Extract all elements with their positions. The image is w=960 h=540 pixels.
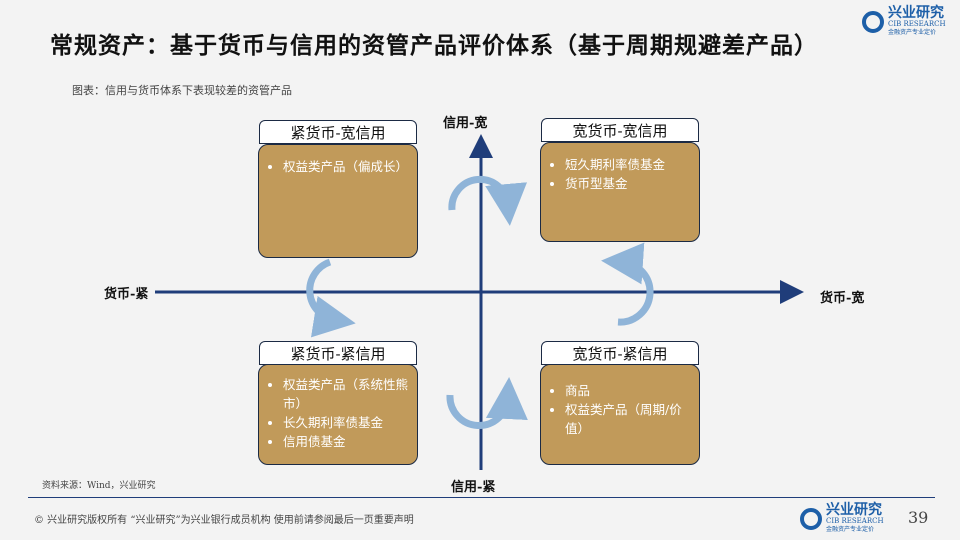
cycle-arrow-right [601, 242, 654, 326]
figure-caption: 图表：信用与货币体系下表现较差的资管产品 [72, 84, 292, 97]
list-item: 权益类产品（系统性熊市） [283, 375, 409, 413]
logo-en: CIB RESEARCH [826, 517, 884, 525]
quadrant-box-loose-money-tight-credit: 商品权益类产品（周期/价值） [540, 364, 700, 465]
list-item: 权益类产品（周期/价值） [565, 400, 691, 438]
logo-name: 兴业研究 [826, 502, 882, 518]
quadrant-title: 宽货币-宽信用 [541, 118, 699, 142]
quadrant-box-tight-money-loose-credit: 权益类产品（偏成长） [258, 144, 418, 258]
cycle-arrow-bottom [446, 377, 528, 430]
list-item: 货币型基金 [565, 174, 691, 193]
axis-label-left: 货币-紧 [104, 287, 149, 302]
page-title: 常规资产：基于货币与信用的资管产品评价体系（基于周期规避差产品） [50, 32, 818, 59]
list-item: 权益类产品（偏成长） [283, 157, 409, 176]
axis-label-top: 信用-宽 [443, 116, 488, 131]
axis-label-right: 货币-宽 [820, 291, 865, 306]
list-item: 信用债基金 [283, 432, 409, 451]
footer-divider [28, 497, 935, 498]
list-item: 短久期利率债基金 [565, 155, 691, 174]
logo-icon [862, 10, 884, 33]
axis-label-bottom: 信用-紧 [451, 480, 496, 495]
quadrant-box-tight-money-tight-credit: 权益类产品（系统性熊市）长久期利率债基金信用债基金 [258, 364, 418, 465]
cycle-arrow-top [448, 175, 528, 226]
quadrant-title: 宽货币-紧信用 [541, 341, 699, 365]
quadrant-title: 紧货币-宽信用 [259, 120, 417, 144]
list-item: 商品 [565, 381, 691, 400]
logo-icon [800, 507, 822, 530]
quadrant-title: 紧货币-紧信用 [259, 341, 417, 365]
source-note: 资料来源：Wind，兴业研究 [42, 481, 156, 491]
quadrant-box-loose-money-loose-credit: 短久期利率债基金货币型基金 [540, 142, 700, 242]
logo-name: 兴业研究 [888, 5, 944, 21]
cycle-arrow-left [306, 258, 356, 338]
footer-text: © 兴业研究版权所有 “兴业研究”为兴业银行成员机构 使用前请参阅最后一页重要声… [34, 515, 414, 526]
logo-slogan: 金融资产专业定价 [826, 526, 875, 533]
page-number: 39 [908, 508, 929, 527]
logo-en: CIB RESEARCH [888, 20, 946, 28]
list-item: 长久期利率债基金 [283, 413, 409, 432]
logo-slogan: 金融资产专业定价 [888, 29, 937, 36]
